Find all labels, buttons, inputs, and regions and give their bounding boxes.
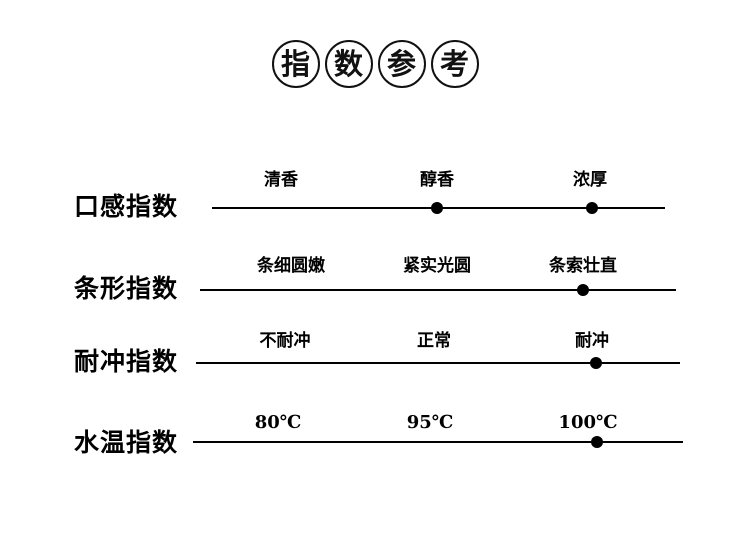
tick-label: 正常: [417, 331, 451, 351]
title-char-circle-2: 数: [324, 40, 373, 88]
tick-label: 100℃: [558, 412, 618, 433]
axis-line: [193, 441, 683, 443]
axis-line: [196, 362, 680, 364]
row-label: 条形指数: [74, 274, 179, 303]
row-label: 耐冲指数: [74, 347, 179, 376]
tick-label: 95℃: [406, 412, 454, 433]
row-label: 口感指数: [74, 192, 179, 221]
tick-label: 醇香: [420, 170, 454, 190]
page-title: 指 数 参 考: [0, 34, 750, 94]
marker-dot: [586, 202, 598, 214]
tick-label: 条细圆嫩: [257, 256, 325, 276]
index-row: 条形指数 条细圆嫩 紧实光圆 条索壮直: [0, 0, 750, 301]
marker-dot: [591, 436, 603, 448]
tick-label: 浓厚: [573, 170, 607, 190]
row-label: 水温指数: [74, 428, 179, 457]
tick-label: 条索壮直: [549, 256, 617, 276]
index-row: 水温指数 80℃ 95℃ 100℃: [0, 0, 750, 455]
axis-line: [200, 289, 676, 291]
marker-dot: [431, 202, 443, 214]
title-char-circle-4: 考: [430, 40, 479, 88]
tick-label: 耐冲: [575, 331, 609, 351]
title-char-circle-3: 参: [377, 40, 426, 88]
tick-label: 80℃: [254, 412, 302, 433]
tick-label: 清香: [264, 170, 298, 190]
tick-label: 不耐冲: [259, 331, 311, 351]
title-char-circle-1: 指: [271, 40, 320, 88]
index-row: 口感指数 清香 醇香 浓厚: [0, 0, 750, 219]
marker-dot: [590, 357, 602, 369]
tick-label: 紧实光圆: [403, 256, 471, 276]
index-row: 耐冲指数 不耐冲 正常 耐冲: [0, 0, 750, 374]
marker-dot: [577, 284, 589, 296]
